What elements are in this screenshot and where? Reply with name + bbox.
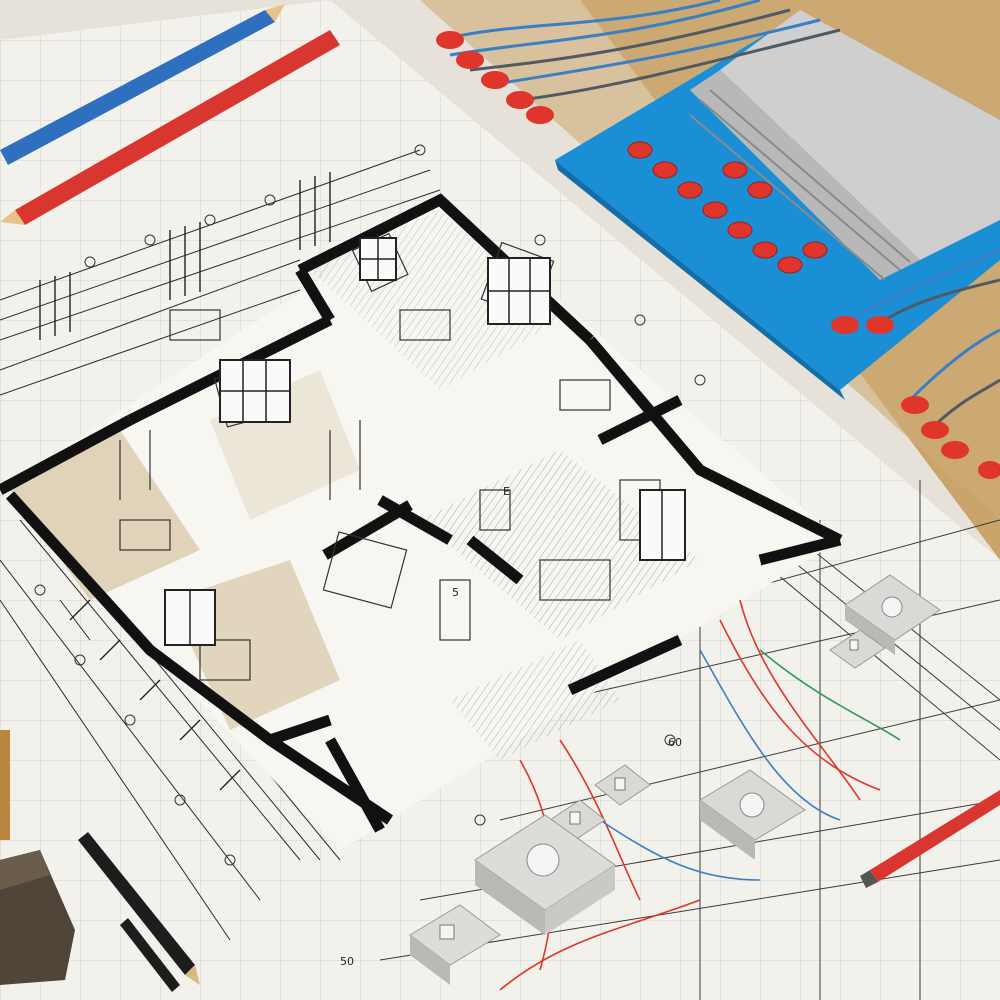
floor-hatch-center	[420, 450, 700, 640]
mark-e: E	[503, 485, 510, 498]
blue-board-edge	[555, 160, 845, 400]
wood-block-edge	[0, 730, 10, 840]
pencil-black-short	[120, 918, 180, 992]
window-mullions	[189, 238, 663, 645]
schematic-ticks	[39, 172, 331, 791]
terminal-block-housing	[720, 10, 1000, 260]
dimension-label-left: 50	[340, 955, 354, 968]
dimension-circles	[34, 144, 706, 866]
pencil-blue	[0, 4, 285, 165]
switch-bottom	[409, 904, 501, 985]
wire-bundle-right	[849, 248, 1000, 432]
terminal-rows	[689, 89, 911, 281]
switch-small-right	[829, 629, 886, 669]
room-mark: 5	[452, 586, 459, 599]
plan-wiring	[499, 599, 901, 991]
red-marker	[860, 790, 1000, 888]
dimension-label-right: 60	[668, 736, 682, 749]
red-connectors-top	[436, 31, 554, 124]
floor-plan: 5 E	[0, 193, 843, 850]
room-left	[10, 430, 200, 600]
red-connectors-board	[627, 141, 828, 274]
floor-hatch-bottom	[450, 640, 620, 760]
wire-bundle-top	[439, 0, 841, 102]
outlet-center-right	[699, 769, 806, 860]
switch-small-center	[594, 764, 651, 806]
leather-pouch	[0, 850, 75, 985]
pencil-red	[0, 30, 340, 225]
terminal-block-assembly	[555, 10, 1000, 400]
outlet-top-right	[844, 574, 941, 655]
red-connectors-right	[831, 316, 1000, 479]
outlet-large-bottom	[474, 814, 616, 935]
pencil-black	[78, 832, 200, 985]
